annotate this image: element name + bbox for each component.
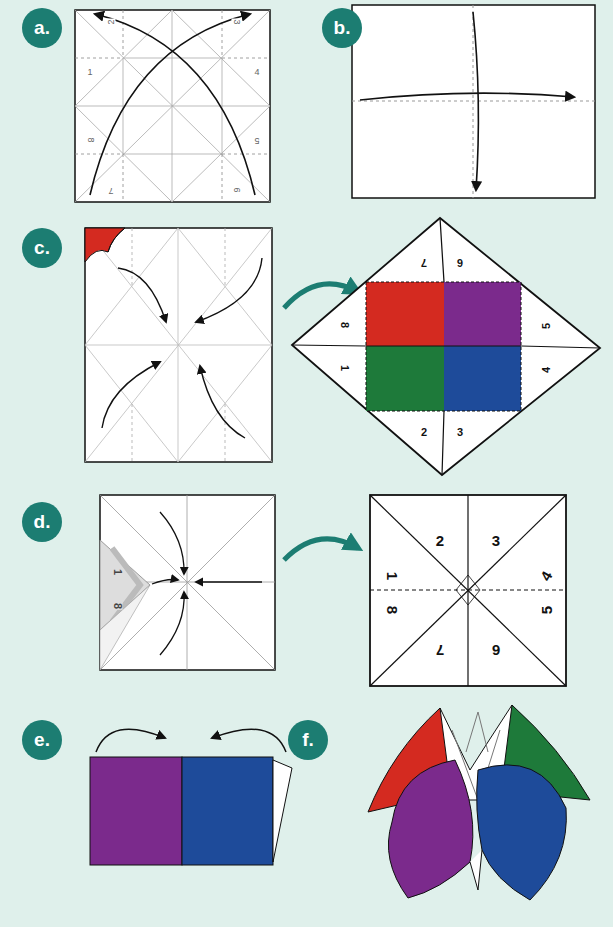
finished-fortune-teller xyxy=(368,705,590,900)
fold-corners-d xyxy=(100,495,275,670)
callout-number: 6 xyxy=(232,186,241,193)
step-letter: f. xyxy=(302,729,314,751)
step-letter: b. xyxy=(334,17,351,39)
fold-in-half-e xyxy=(90,729,292,865)
callout-number: 7 xyxy=(435,643,445,658)
step-badge: a. xyxy=(22,8,62,48)
callout-number: 1 xyxy=(385,571,400,581)
callout-number: 6 xyxy=(456,257,464,268)
step-letter: c. xyxy=(34,237,50,259)
callout-number: 2 xyxy=(435,533,445,548)
callout-number: 4 xyxy=(253,68,260,77)
callout-number: 3 xyxy=(232,18,241,25)
callout-number: 8 xyxy=(86,136,95,143)
step-letter: e. xyxy=(34,729,50,751)
step-letter: a. xyxy=(34,17,50,39)
step-badge: b. xyxy=(322,8,362,48)
callout-number: 5 xyxy=(541,322,552,330)
folded-square-d xyxy=(370,495,566,686)
callout-number: 8 xyxy=(112,602,123,610)
step-letter: d. xyxy=(34,511,51,533)
callout-number: 5 xyxy=(539,605,554,615)
next-arrow xyxy=(284,539,358,560)
callout-number: 1 xyxy=(339,364,350,372)
fold-square-b xyxy=(352,5,595,198)
callout-number: 2 xyxy=(107,18,116,25)
callout-number: 8 xyxy=(385,605,400,615)
crease-square-a xyxy=(75,10,270,202)
callout-number: 4 xyxy=(541,366,552,374)
fold-corners-c xyxy=(85,228,272,462)
callout-number: 1 xyxy=(112,568,123,576)
folded-diamond-c xyxy=(292,218,600,475)
callout-number: 8 xyxy=(339,321,350,329)
callout-number: 5 xyxy=(253,136,260,145)
step-badge: c. xyxy=(22,228,62,268)
callout-number: 7 xyxy=(420,257,428,268)
callout-number: 3 xyxy=(456,427,464,438)
step-badge: f. xyxy=(288,720,328,760)
callout-number: 7 xyxy=(107,186,114,195)
callout-number: 3 xyxy=(491,533,501,548)
callout-number: 6 xyxy=(491,643,501,658)
callout-number: 1 xyxy=(86,68,93,77)
step-badge: d. xyxy=(22,502,62,542)
step-badge: e. xyxy=(22,720,62,760)
callout-number: 2 xyxy=(420,427,428,438)
